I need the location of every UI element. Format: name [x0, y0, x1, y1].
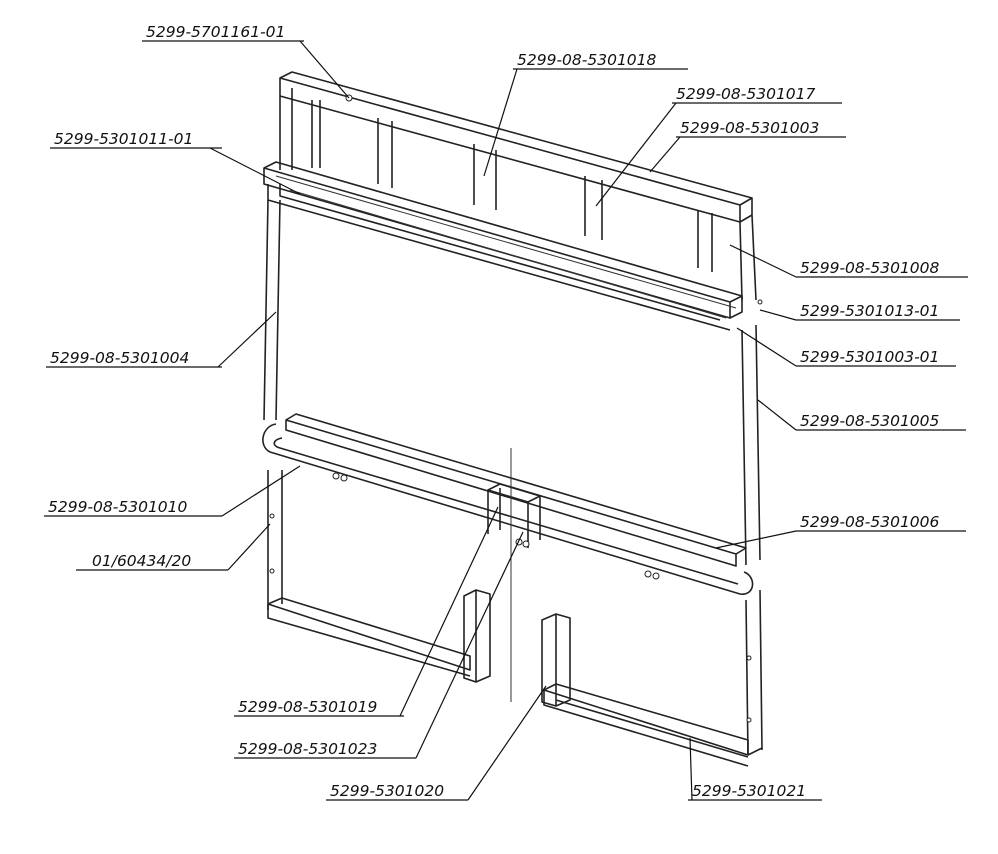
callout-5299-08-5301010: 5299-08-5301010 — [48, 498, 188, 516]
callout-5299-5301003-01: 5299-5301003-01 — [800, 348, 939, 366]
hole — [522, 540, 530, 548]
lower-right-frame — [543, 683, 749, 767]
right-upright — [739, 214, 763, 756]
upper-channel — [263, 161, 743, 331]
callout-labels: 5299-5701161-01 5299-08-5301018 5299-08-… — [48, 23, 940, 800]
callout-5299-08-5301004: 5299-08-5301004 — [50, 349, 189, 367]
hole — [269, 568, 275, 574]
left-upright — [263, 88, 293, 610]
hole — [652, 572, 660, 580]
frame-geometry — [262, 71, 763, 767]
callout-5299-08-5301003: 5299-08-5301003 — [680, 119, 819, 137]
callout-5299-08-5301005: 5299-08-5301005 — [800, 412, 939, 430]
callout-5299-5701161-01: 5299-5701161-01 — [146, 23, 285, 41]
callout-5299-5301011-01: 5299-5301011-01 — [54, 130, 193, 148]
slats — [311, 100, 713, 272]
callout-01-60434-20: 01/60434/20 — [92, 552, 191, 570]
hole — [269, 513, 275, 519]
callout-5299-5301020: 5299-5301020 — [330, 782, 444, 800]
callout-5299-5301021: 5299-5301021 — [692, 782, 806, 800]
hole — [746, 717, 752, 723]
callout-5299-08-5301018: 5299-08-5301018 — [517, 51, 657, 69]
hole — [340, 474, 348, 482]
callout-5299-08-5301019: 5299-08-5301019 — [238, 698, 377, 716]
right-post — [541, 613, 571, 707]
hole — [757, 299, 763, 305]
hole — [332, 472, 340, 480]
callout-5299-5301013-01: 5299-5301013-01 — [800, 302, 939, 320]
curved-tube — [262, 423, 754, 595]
leader-lines — [209, 40, 797, 801]
hole — [644, 570, 652, 578]
callout-5299-08-5301023: 5299-08-5301023 — [238, 740, 377, 758]
callout-underlines — [44, 40, 968, 801]
hole — [746, 655, 752, 661]
center-bracket — [487, 483, 541, 548]
channel-inner-edge — [275, 175, 737, 319]
lower-left-frame — [267, 597, 471, 677]
callout-5299-08-5301008: 5299-08-5301008 — [800, 259, 940, 277]
left-post — [463, 589, 491, 683]
callout-5299-08-5301017: 5299-08-5301017 — [676, 85, 816, 103]
callout-5299-08-5301006: 5299-08-5301006 — [800, 513, 940, 531]
